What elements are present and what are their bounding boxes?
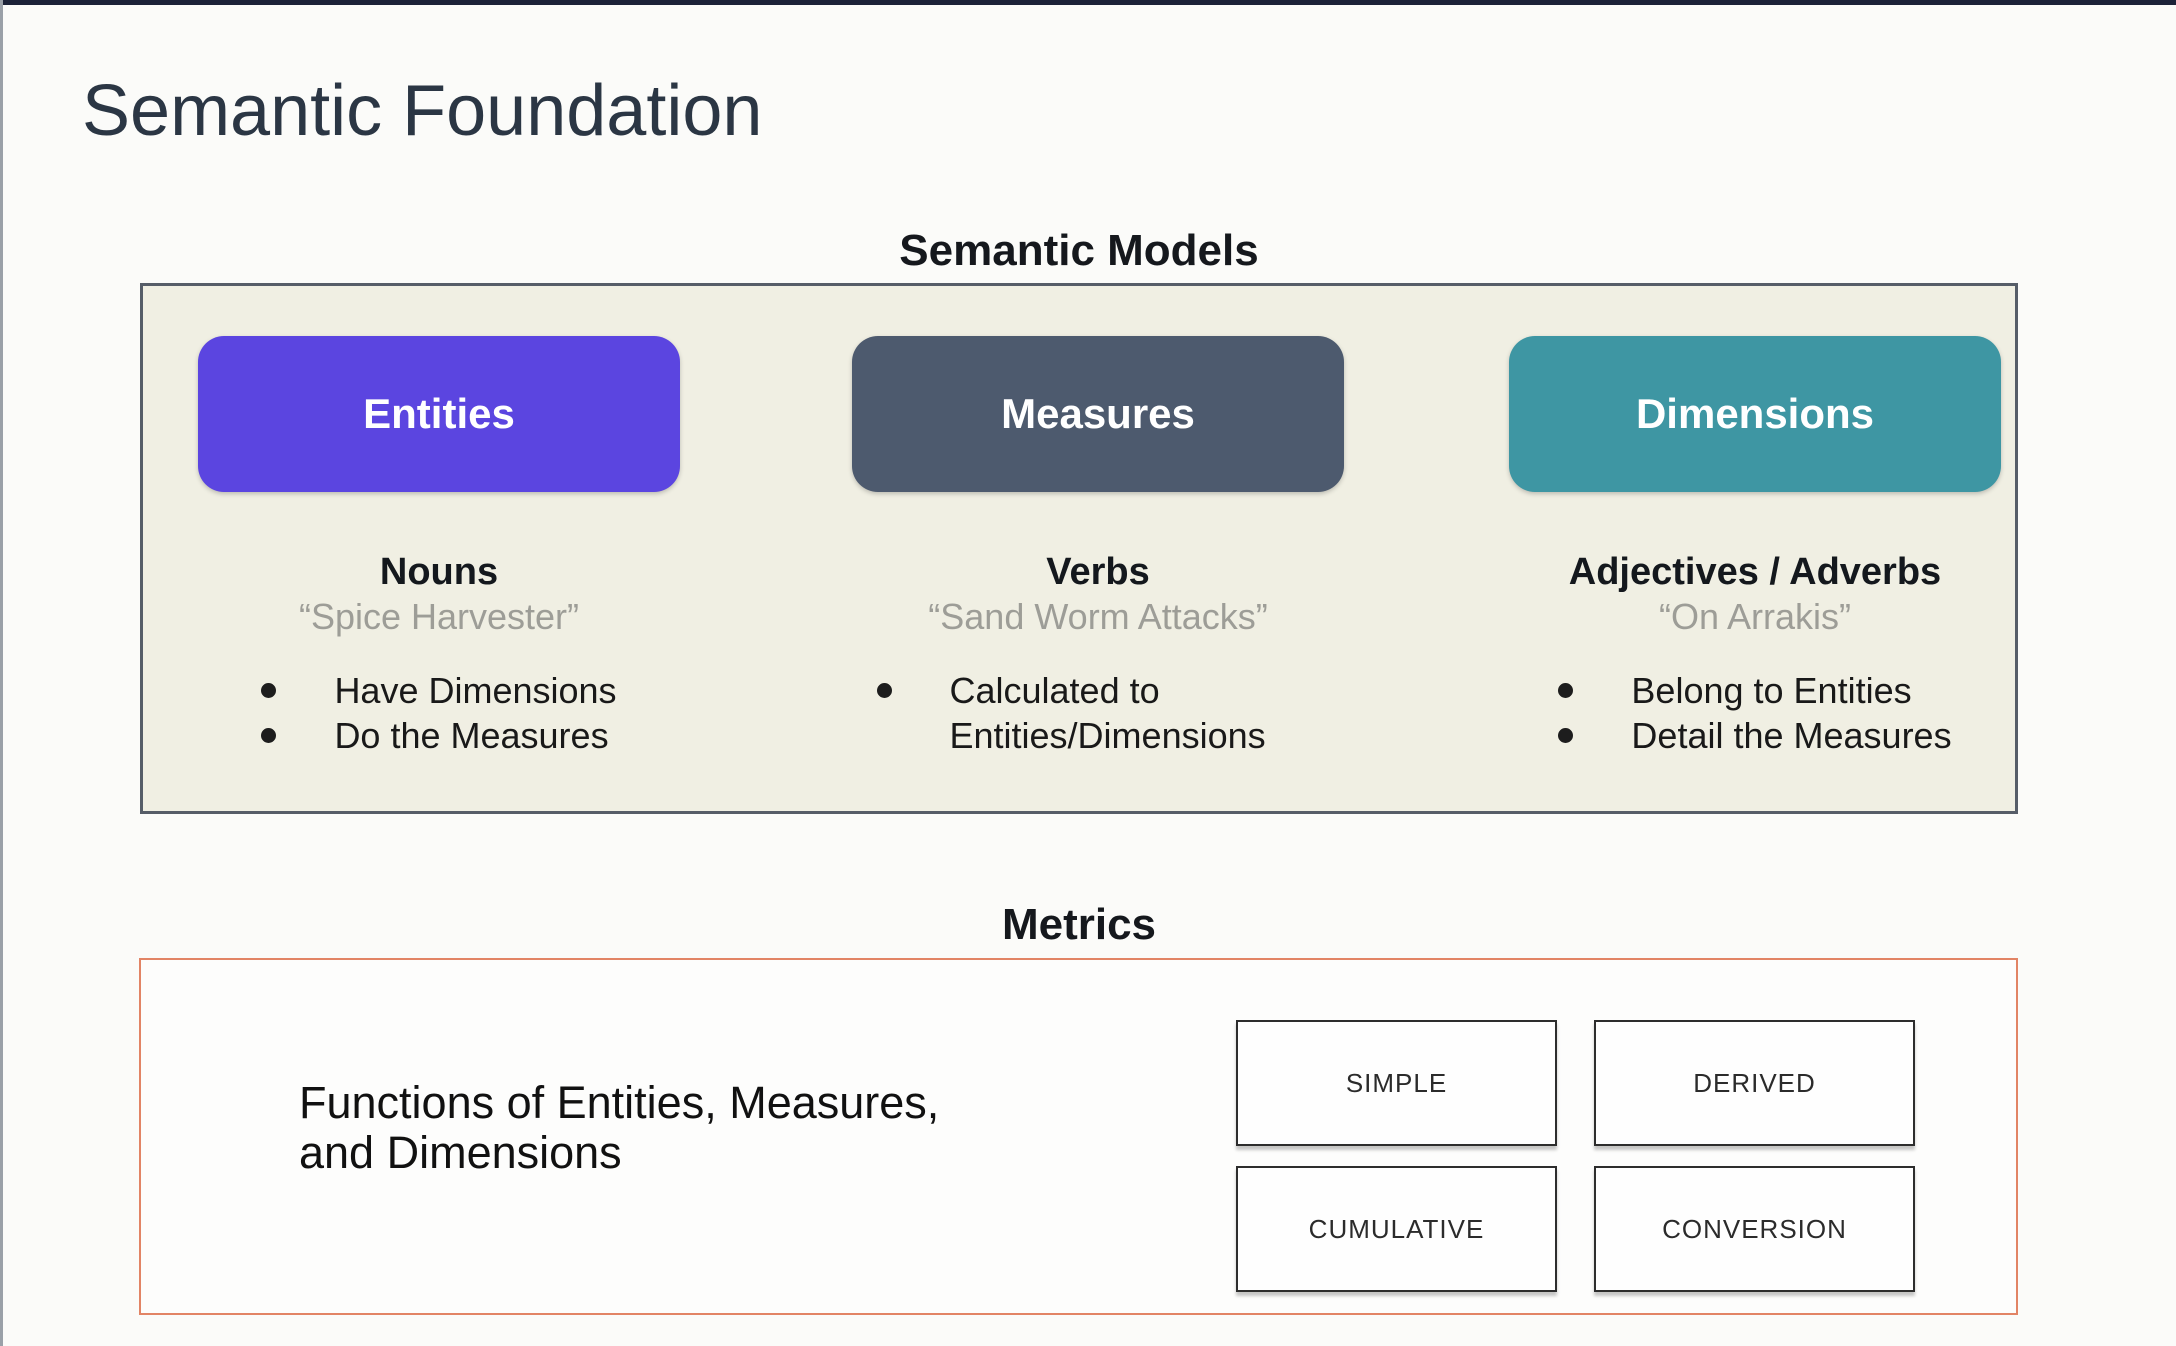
dimensions-bullet-list: Belong to Entities Detail the Measures [1558,668,1952,758]
entities-column: Entities Nouns “Spice Harvester” Have Di… [198,336,680,758]
bullet-item: Do the Measures [261,713,609,758]
bullet-icon [261,728,277,744]
dimensions-pill: Dimensions [1509,336,2001,492]
bullet-text: Have Dimensions [334,670,617,712]
bullet-item: Belong to Entities [1558,668,1912,713]
entities-quote: “Spice Harvester” [298,595,580,637]
metrics-heading: Metrics [1001,900,1157,949]
semantic-models-panel: Entities Nouns “Spice Harvester” Have Di… [140,283,2018,814]
bullet-text: Belong to Entities [1631,670,1912,712]
bullet-item: Calculated to Entities/Dimensions [876,668,1320,758]
measures-quote: “Sand Worm Attacks” [928,595,1268,637]
metric-type-simple: SIMPLE [1236,1020,1557,1146]
metric-type-derived: DERIVED [1594,1020,1915,1146]
dimensions-column: Dimensions Adjectives / Adverbs “On Arra… [1509,336,2001,758]
bullet-text: Do the Measures [334,715,609,757]
entities-bullet-list: Have Dimensions Do the Measures [261,668,617,758]
entities-pill: Entities [198,336,680,492]
metrics-panel: Functions of Entities, Measures, and Dim… [139,958,2018,1315]
window-left-border [0,0,3,1346]
entities-role-heading: Nouns [379,551,499,593]
metrics-description: Functions of Entities, Measures, and Dim… [299,1077,940,1178]
metric-type-cumulative: CUMULATIVE [1236,1166,1557,1292]
window-top-border [0,0,2176,5]
page-title: Semantic Foundation [82,71,763,151]
bullet-item: Have Dimensions [261,668,617,713]
bullet-text: Detail the Measures [1631,715,1952,757]
measures-role-heading: Verbs [1046,551,1150,593]
bullet-icon [1558,683,1574,699]
measures-column: Measures Verbs “Sand Worm Attacks” Calcu… [852,336,1344,758]
dimensions-role-heading: Adjectives / Adverbs [1568,551,1942,593]
bullet-item: Detail the Measures [1558,713,1952,758]
measures-bullet-list: Calculated to Entities/Dimensions [876,668,1320,758]
bullet-icon [876,683,892,699]
metric-types-grid: SIMPLE DERIVED CUMULATIVE CONVERSION [1236,1020,1915,1292]
measures-pill: Measures [852,336,1344,492]
bullet-text: Calculated to Entities/Dimensions [949,670,1266,757]
bullet-icon [1558,728,1574,744]
semantic-models-heading: Semantic Models [899,226,1259,275]
bullet-icon [261,683,277,699]
metric-type-conversion: CONVERSION [1594,1166,1915,1292]
dimensions-quote: “On Arrakis” [1658,595,1852,637]
